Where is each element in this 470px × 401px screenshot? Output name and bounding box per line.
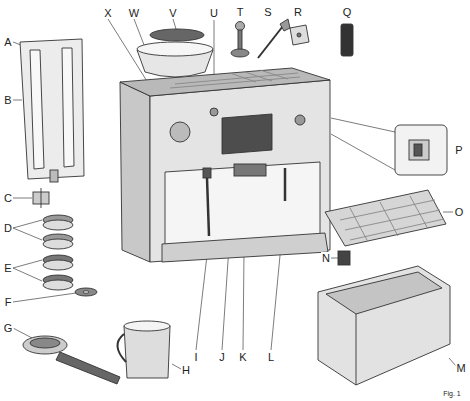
dial-knob bbox=[170, 122, 190, 142]
tray-edge bbox=[356, 314, 357, 385]
callout-letter: O bbox=[454, 206, 465, 218]
button bbox=[295, 115, 305, 125]
callout-letter: L bbox=[267, 351, 275, 363]
leader-line bbox=[172, 364, 181, 369]
leader-line bbox=[13, 220, 42, 228]
leader-line bbox=[331, 118, 395, 132]
grill-bars bbox=[340, 196, 444, 242]
leader-line bbox=[13, 228, 42, 240]
steam-wand bbox=[207, 178, 209, 236]
callout-letter: B bbox=[3, 94, 12, 106]
callout-letter: I bbox=[193, 351, 198, 363]
valve-part bbox=[41, 188, 42, 208]
drip-tray bbox=[318, 266, 450, 385]
callout-letter: J bbox=[218, 351, 226, 363]
filter-basket bbox=[43, 280, 73, 290]
cleaning-brush bbox=[258, 26, 283, 58]
filter-disc bbox=[75, 288, 97, 296]
leader-line bbox=[331, 258, 338, 259]
water-spout bbox=[284, 168, 287, 201]
disc-hole bbox=[297, 33, 301, 37]
leader-line bbox=[13, 293, 76, 302]
drip-parts bbox=[318, 190, 450, 385]
tamper-handle bbox=[238, 30, 242, 50]
water-tank bbox=[20, 39, 84, 182]
callout-letter: M bbox=[455, 362, 466, 374]
tank-valve bbox=[50, 170, 58, 182]
cleaning-disc bbox=[290, 25, 309, 45]
panel-inset bbox=[395, 125, 447, 175]
cleaning-bottle bbox=[341, 24, 353, 56]
tools bbox=[231, 19, 353, 58]
hopper-rim bbox=[137, 42, 213, 56]
wand-knob bbox=[203, 168, 211, 178]
callout-letter: S bbox=[263, 6, 272, 18]
tank-window bbox=[62, 48, 74, 167]
drip-tray-front bbox=[162, 233, 328, 262]
portafilter bbox=[23, 336, 120, 384]
filter-basket bbox=[43, 220, 73, 230]
callout-letter: G bbox=[3, 322, 14, 334]
brew-recess bbox=[165, 162, 320, 246]
callout-letter: V bbox=[168, 7, 177, 19]
jug-body bbox=[124, 326, 170, 378]
callout-letter: P bbox=[454, 144, 463, 156]
leader-line bbox=[222, 246, 229, 350]
tank-body bbox=[20, 39, 84, 179]
bean-hopper bbox=[137, 29, 213, 77]
tray-indicator bbox=[338, 251, 350, 265]
portafilter-handle bbox=[56, 352, 120, 384]
switch-rocker bbox=[414, 144, 422, 156]
filter-disc-hole bbox=[83, 291, 89, 293]
button bbox=[210, 108, 218, 116]
machine-front bbox=[150, 80, 330, 262]
machine-side bbox=[120, 82, 150, 262]
tamper-base bbox=[231, 49, 249, 57]
inset-frame bbox=[395, 125, 447, 175]
tray-inner bbox=[326, 272, 442, 314]
callout-letter: D bbox=[3, 222, 13, 234]
callout-letter: F bbox=[4, 296, 13, 308]
callout-letter: T bbox=[236, 6, 245, 18]
milk-jug bbox=[117, 321, 170, 378]
leader-line bbox=[331, 134, 395, 170]
tank-window bbox=[30, 50, 44, 169]
group-head bbox=[234, 164, 266, 176]
callout-letter: X bbox=[103, 7, 112, 19]
jug-handle bbox=[117, 334, 126, 362]
drip-grill bbox=[325, 190, 446, 246]
callout-letter: H bbox=[181, 364, 191, 376]
callout-letter: K bbox=[238, 351, 247, 363]
callout-letter: E bbox=[3, 262, 12, 274]
callout-letter: W bbox=[128, 7, 140, 19]
hopper-lid bbox=[150, 29, 204, 41]
filter-basket bbox=[43, 260, 73, 270]
leader-line bbox=[13, 328, 32, 338]
portafilter-head bbox=[23, 336, 67, 354]
callout-letter: R bbox=[293, 6, 303, 18]
tamper-knob bbox=[236, 22, 245, 31]
leader-line bbox=[13, 260, 42, 268]
machine bbox=[120, 68, 330, 262]
brush-bristles bbox=[280, 19, 290, 31]
callout-letter: Fig. 1 bbox=[442, 390, 462, 398]
filter-parts bbox=[33, 188, 97, 296]
callout-letter: U bbox=[209, 7, 219, 19]
callout-letter: C bbox=[3, 192, 13, 204]
leader-line bbox=[173, 19, 176, 29]
leader-line bbox=[13, 100, 22, 101]
leader-line bbox=[13, 198, 32, 199]
callout-letter: A bbox=[3, 36, 12, 48]
screen bbox=[222, 114, 272, 154]
filter-basket bbox=[43, 239, 73, 249]
jug-rim bbox=[124, 321, 170, 331]
leader-line bbox=[443, 212, 453, 213]
leader-line bbox=[13, 268, 42, 281]
callout-letter: N bbox=[321, 252, 331, 264]
portafilter-basket bbox=[30, 338, 60, 348]
power-switch bbox=[409, 140, 429, 160]
callout-letter: Q bbox=[342, 6, 353, 18]
